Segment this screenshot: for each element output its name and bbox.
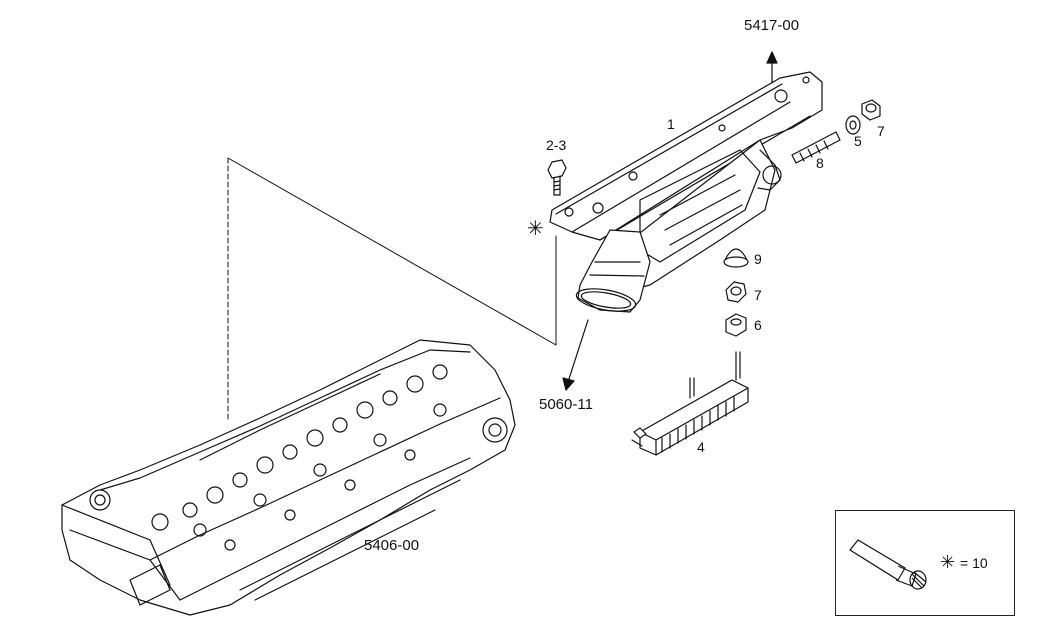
bolt-2-3: [547, 159, 567, 196]
sealant-callout-symbol: ✳: [527, 218, 544, 240]
nut-7-top: [861, 99, 881, 121]
washer-5: [845, 115, 861, 135]
stud-8: [791, 131, 841, 164]
part-label-2-3: 2-3: [546, 137, 567, 153]
cylinder-head: [61, 339, 516, 616]
heater-element-4: [631, 351, 749, 456]
arrow-down-head: [562, 377, 575, 391]
part-label-6: 6: [754, 317, 762, 333]
part-label-5: 5: [854, 133, 862, 149]
legend-text: = 10: [960, 555, 988, 571]
guide-line-diagonal: [227, 157, 557, 346]
sealant-tube-icon: [849, 539, 927, 590]
part-label-8: 8: [816, 155, 824, 171]
ref-label-upper: 5417-00: [744, 17, 800, 34]
arrow-up-head: [766, 51, 778, 64]
part-label-9: 9: [754, 251, 762, 267]
legend-box: [835, 510, 1015, 616]
part-label-4: 4: [697, 439, 705, 455]
cap-9: [723, 248, 749, 268]
ref-label-lower-mid: 5060-11: [539, 396, 593, 413]
legend-symbol: ✳: [940, 552, 956, 572]
arrow-down-line: [567, 319, 589, 383]
nut-7-middle: [725, 281, 747, 303]
ref-label-head: 5406-00: [364, 537, 420, 554]
intake-manifold: [549, 71, 823, 313]
nut-6: [725, 313, 747, 337]
part-label-1: 1: [667, 116, 675, 132]
part-label-7-middle: 7: [754, 287, 762, 303]
part-label-7-top: 7: [877, 123, 885, 139]
